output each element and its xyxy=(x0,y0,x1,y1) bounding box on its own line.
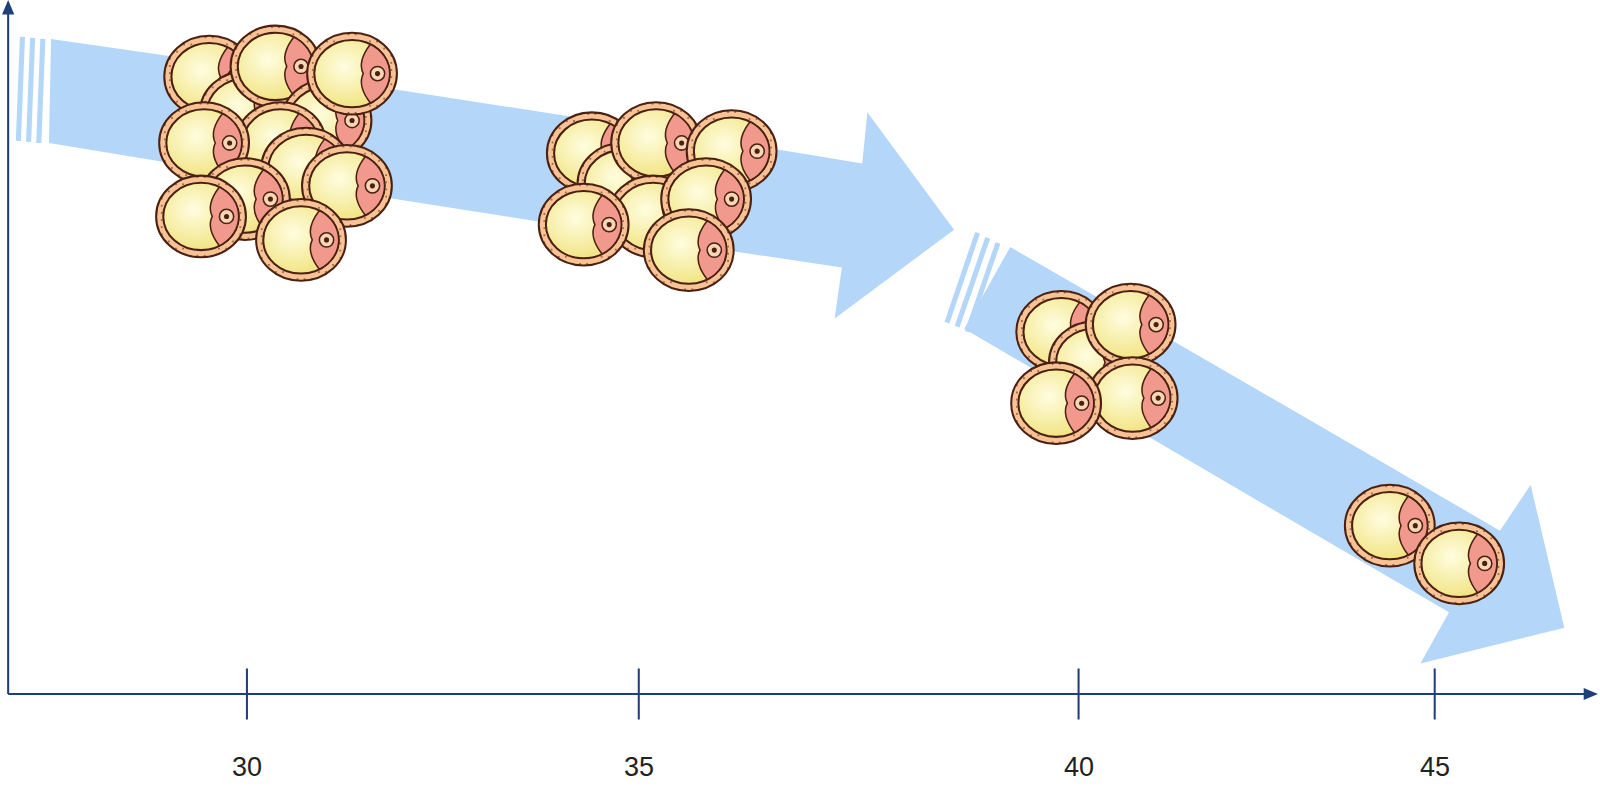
decline-arrow xyxy=(947,233,1564,664)
axis-tick-label: 30 xyxy=(232,752,262,783)
axes xyxy=(2,0,1598,719)
oocyte-cluster xyxy=(539,102,777,291)
decline-arrow xyxy=(18,37,954,319)
oocyte-cluster xyxy=(1011,284,1177,444)
axis-tick-label: 40 xyxy=(1064,752,1094,783)
axis-tick-label: 35 xyxy=(624,752,654,783)
oocyte-cluster xyxy=(156,26,397,281)
axis-tick-label: 45 xyxy=(1420,752,1450,783)
oocyte-cluster xyxy=(1345,485,1504,604)
